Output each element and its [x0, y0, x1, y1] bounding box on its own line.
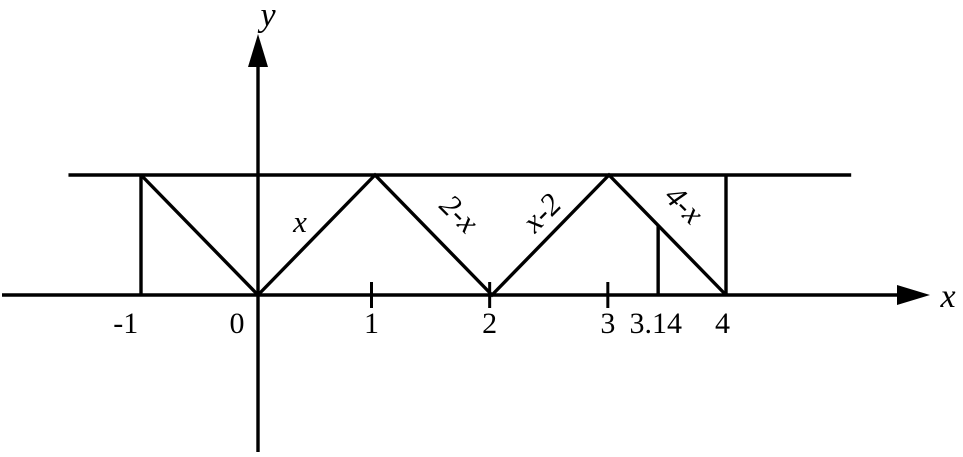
segment-label-4-x: 4-x [658, 178, 711, 231]
y-axis-label: y [257, 0, 276, 34]
tick-label-3: 3 [600, 307, 615, 340]
x-axis-arrowhead [897, 285, 930, 305]
tick-label-4: 4 [715, 307, 730, 340]
y-axis-arrowhead [248, 34, 268, 67]
segment-label-2-x: 2-x [433, 187, 486, 240]
tick-label-2: 2 [482, 307, 497, 340]
tick-label-1: 1 [364, 307, 379, 340]
segment-label-x: x [292, 204, 307, 239]
tick-label-0: 0 [229, 307, 244, 340]
triangle-wave-polyline [139, 172, 728, 298]
tick-label-3.14: 3.14 [630, 307, 683, 340]
tick-label--1: -1 [113, 307, 138, 340]
x-axis-label: x [939, 278, 955, 315]
segment-label-x-2: x-2 [514, 186, 567, 239]
